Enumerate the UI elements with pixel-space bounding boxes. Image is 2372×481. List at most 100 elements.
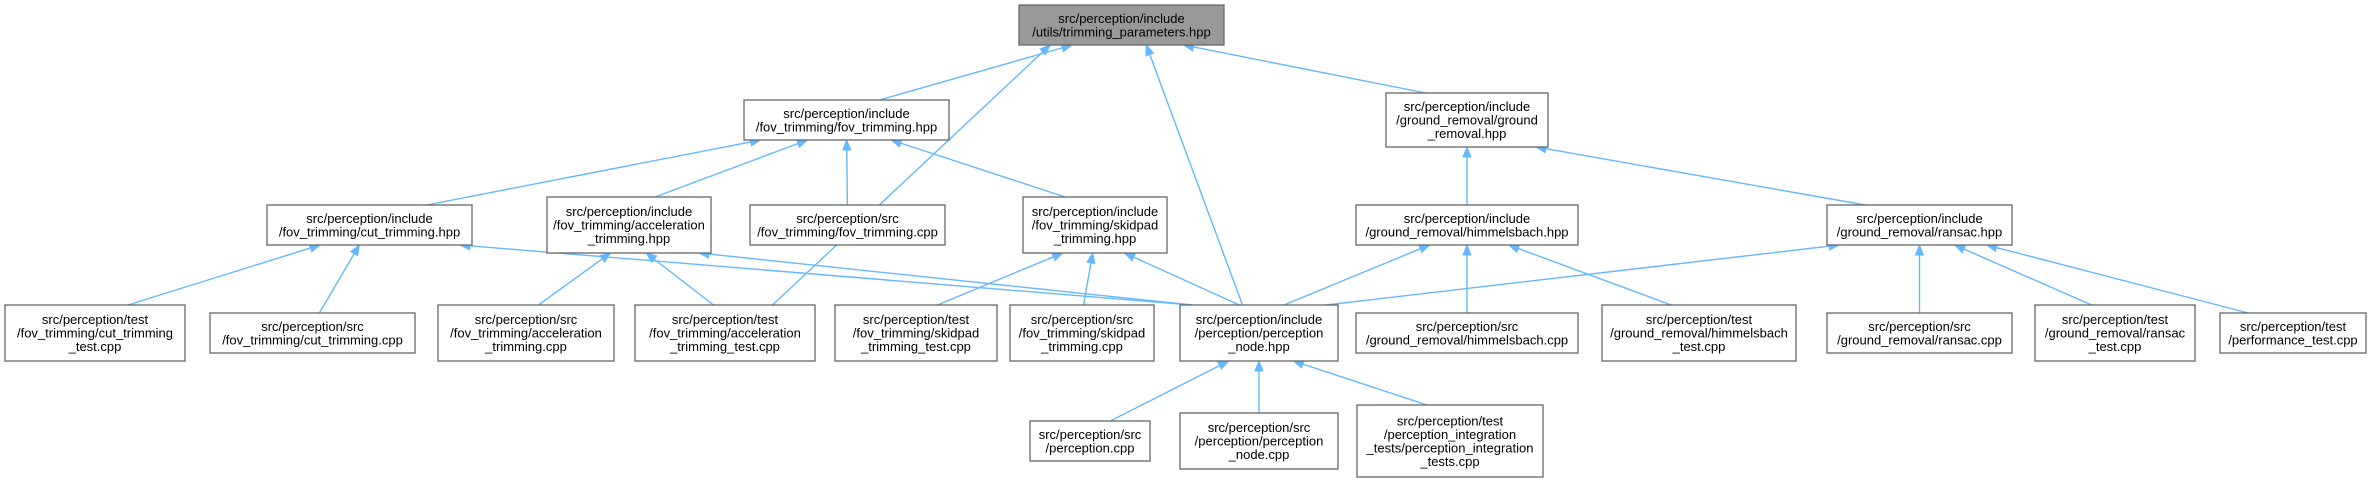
node-label-line: src/perception/test — [863, 312, 970, 327]
node-box — [546, 196, 712, 254]
file-node-cut-cpp[interactable]: src/perception/src/fov_trimming/cut_trim… — [209, 312, 416, 354]
arrowhead — [1254, 359, 1264, 372]
file-node-acc-cpp[interactable]: src/perception/src/fov_trimming/accelera… — [437, 304, 615, 362]
dependency-edge — [1292, 359, 1428, 406]
node-box — [634, 304, 816, 362]
file-node-acc-hpp[interactable]: src/perception/include/fov_trimming/acce… — [546, 196, 712, 254]
node-label-line: /fov_trimming/acceleration — [553, 218, 705, 233]
arrowhead — [1462, 145, 1472, 158]
node-label-line: src/perception/include — [1058, 11, 1184, 26]
edge-line — [708, 253, 1193, 306]
arrowhead — [645, 252, 658, 264]
arrowhead — [1462, 243, 1472, 256]
node-label-line: /ground_removal/himmelsbach.cpp — [1366, 332, 1568, 347]
dependency-edge — [842, 138, 852, 206]
file-node-skid-hpp[interactable]: src/perception/include/fov_trimming/skid… — [1022, 196, 1168, 254]
arrowhead — [1086, 251, 1096, 265]
file-node-ran-test[interactable]: src/perception/test/ground_removal/ransa… — [2034, 304, 2196, 362]
dependency-edge — [1182, 42, 1426, 94]
arrowhead — [1418, 244, 1431, 254]
node-label-line: _tests.cpp — [1419, 454, 1479, 469]
dependency-edge — [318, 243, 360, 314]
file-node-him-test[interactable]: src/perception/test/ground_removal/himme… — [1601, 304, 1797, 362]
edge-line — [846, 149, 849, 206]
edge-line — [1996, 246, 2249, 314]
dependency-edge — [889, 138, 1066, 198]
node-box — [1355, 204, 1579, 246]
node-label-line: _trimming_test.cpp — [860, 339, 971, 354]
arrowhead — [795, 139, 809, 149]
dependency-edge — [1985, 243, 2249, 314]
file-node-cut-test[interactable]: src/perception/test/fov_trimming/cut_tri… — [4, 304, 186, 362]
edge-line — [1517, 247, 1672, 306]
file-node-cut-hpp[interactable]: src/perception/include/fov_trimming/cut_… — [266, 204, 473, 246]
edge-line — [654, 142, 799, 198]
dependency-edge — [937, 252, 1065, 306]
arrowhead — [349, 243, 360, 257]
node-box — [437, 304, 615, 362]
node-label-line: _trimming.hpp — [1053, 231, 1136, 246]
file-node-acc-test[interactable]: src/perception/test/fov_trimming/acceler… — [634, 304, 816, 362]
node-box — [2034, 304, 2196, 362]
file-node-perc-cpp[interactable]: src/perception/src/perception.cpp — [1029, 420, 1151, 462]
node-label-line: /ground_removal/ground — [1396, 113, 1538, 128]
edge-line — [1302, 363, 1428, 406]
file-node-pn-cpp[interactable]: src/perception/src/perception/perception… — [1179, 412, 1339, 470]
file-node-perf-test[interactable]: src/perception/test/performance_test.cpp — [2219, 312, 2367, 354]
node-label-line: /fov_trimming/acceleration — [450, 326, 602, 341]
arrowhead — [842, 138, 852, 151]
nodes-layer: src/perception/include/utils/trimming_pa… — [4, 4, 2367, 478]
file-node-pn-hpp[interactable]: src/perception/include/perception/percep… — [1179, 304, 1339, 362]
arrowhead — [599, 252, 612, 263]
node-label-line: /fov_trimming/skidpad — [1032, 218, 1158, 233]
edge-line — [1283, 248, 1421, 306]
node-label-line: /fov_trimming/cut_trimming — [17, 326, 173, 341]
node-label-line: src/perception/test — [1646, 312, 1753, 327]
edge-line — [1325, 245, 1830, 306]
edge-line — [653, 258, 714, 306]
file-node-skid-test[interactable]: src/perception/test/fov_trimming/skidpad… — [834, 304, 998, 362]
node-label-line: /utils/trimming_parameters.hpp — [1032, 24, 1210, 39]
node-label-line: src/perception/src — [1039, 427, 1142, 442]
node-label-line: _trimming.cpp — [1040, 339, 1123, 354]
file-node-ran-hpp[interactable]: src/perception/include/ground_removal/ra… — [1826, 204, 2013, 246]
node-box — [2219, 312, 2367, 354]
file-node-skid-cpp[interactable]: src/perception/src/fov_trimming/skidpad_… — [1009, 304, 1155, 362]
node-label-line: src/perception/src — [475, 312, 578, 327]
node-label-line: _node.cpp — [1228, 447, 1290, 462]
node-label-line: src/perception/test — [2240, 319, 2347, 334]
node-label-line: src/perception/include — [566, 204, 692, 219]
node-label-line: src/perception/src — [796, 211, 899, 226]
file-node-him-cpp[interactable]: src/perception/src/ground_removal/himmel… — [1355, 312, 1579, 354]
dependency-edge — [1507, 244, 1672, 306]
node-label-line: /ground_removal/himmelsbach.hpp — [1365, 224, 1568, 239]
arrowhead — [1123, 252, 1137, 262]
node-label-line: _tests/perception_integration — [1366, 440, 1534, 455]
node-label-line: _trimming.hpp — [587, 231, 670, 246]
arrowhead — [1051, 252, 1065, 262]
node-label-line: src/perception/test — [42, 312, 149, 327]
node-label-line: src/perception/include — [783, 106, 909, 121]
node-box — [1179, 304, 1339, 362]
dependency-edge — [1325, 241, 1841, 306]
edge-line — [1133, 256, 1240, 306]
file-node-gr-hpp[interactable]: src/perception/include/ground_removal/gr… — [1385, 92, 1549, 148]
arrowhead — [1953, 244, 1967, 254]
node-label-line: src/perception/include — [1404, 99, 1530, 114]
file-node-ran-cpp[interactable]: src/perception/src/ground_removal/ransac… — [1826, 312, 2013, 354]
file-node-fov-hpp[interactable]: src/perception/include/fov_trimming/fov_… — [743, 99, 950, 141]
file-node-him-hpp[interactable]: src/perception/include/ground_removal/hi… — [1355, 204, 1579, 246]
edges-layer — [127, 42, 2249, 422]
file-node-integ-test[interactable]: src/perception/test/perception_integrati… — [1356, 404, 1544, 478]
node-label-line: /ground_removal/ransac — [2045, 326, 2186, 341]
node-label-line: src/perception/include — [1404, 211, 1530, 226]
node-label-line: src/perception/include — [1196, 312, 1322, 327]
dependency-edge — [772, 44, 1052, 306]
edge-line — [772, 51, 1044, 306]
arrowhead — [1507, 244, 1521, 254]
node-label-line: src/perception/include — [306, 211, 432, 226]
node-box — [1601, 304, 1797, 362]
node-label-line: src/perception/src — [1416, 319, 1519, 334]
root-node-trimming-parameters[interactable]: src/perception/include/utils/trimming_pa… — [1018, 4, 1225, 46]
file-node-fov-cpp[interactable]: src/perception/src/fov_trimming/fov_trim… — [749, 204, 946, 246]
